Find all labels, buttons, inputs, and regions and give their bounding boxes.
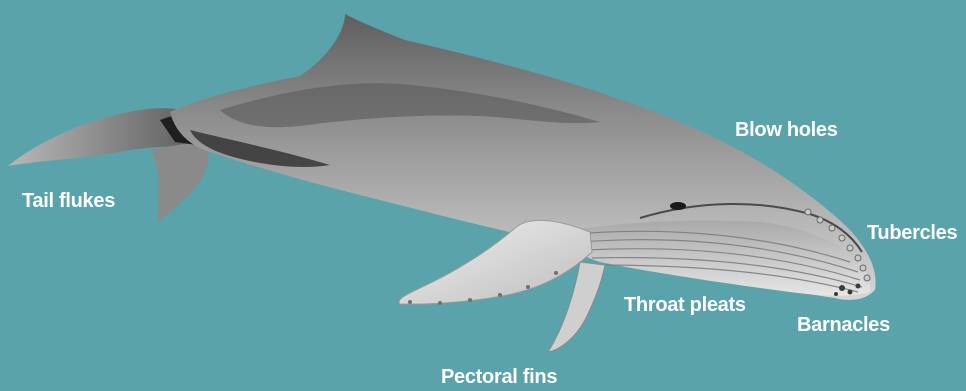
label-barnacles: Barnacles [797, 315, 890, 335]
tail-fluke-lower [150, 140, 209, 222]
eye [670, 202, 686, 210]
label-tubercles: Tubercles [867, 223, 957, 243]
label-pectoral-fins: Pectoral fins [441, 367, 557, 387]
pectoral-fin-front [399, 220, 592, 304]
label-throat-pleats: Throat pleats [624, 295, 746, 315]
label-tail-flukes: Tail flukes [22, 191, 115, 211]
label-blow-holes: Blow holes [735, 120, 838, 140]
